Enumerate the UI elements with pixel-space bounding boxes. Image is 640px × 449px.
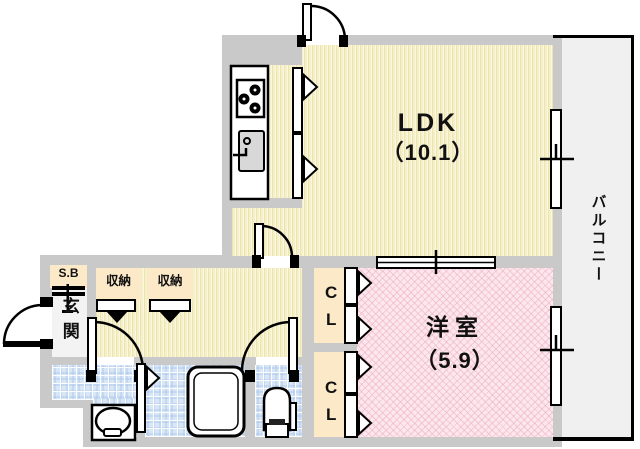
balcony-floor: [562, 38, 631, 437]
storage-right-cabinet: [147, 268, 193, 300]
storage-right-label: 収納: [157, 274, 183, 288]
washroom-floor-lower: [93, 398, 137, 437]
doorway-entrance: [40, 306, 52, 341]
doorway-hall-toilet: [256, 357, 289, 365]
closet-lower-label: CL: [321, 378, 341, 432]
entrance-floor: [52, 288, 87, 357]
western-room-label: 洋室: [426, 314, 484, 340]
western-room-area-label: （5.9）: [415, 348, 495, 373]
closet-upper-label: CL: [321, 283, 341, 337]
storage-left-cabinet: [96, 268, 141, 300]
shoe-box-label: S.B: [58, 266, 79, 280]
ldk-label: LDK: [397, 109, 459, 137]
shoe-box-cabinet: [50, 265, 87, 288]
wall-balcony-left: [553, 38, 562, 437]
ldk-area-label: （10.1）: [381, 140, 475, 165]
toilet-floor: [255, 365, 302, 437]
exterior-cutout: [40, 408, 83, 449]
doorway-hall-washroom: [96, 357, 134, 365]
wall-kitchen-top: [222, 38, 302, 65]
storage-left-label: 収納: [105, 274, 131, 288]
closet-upper-cabinet: [314, 268, 345, 343]
western-room-floor: [357, 268, 553, 437]
closet-lower-cabinet: [314, 352, 345, 437]
doorway-kitchen-hall: [257, 256, 295, 268]
entrance-label: 玄関: [59, 297, 79, 347]
wall-kitchen-counter-end: [222, 198, 302, 208]
balcony-label: バルコニー: [589, 194, 607, 284]
bathroom-floor: [145, 365, 245, 437]
ldk-floor: [232, 45, 553, 256]
doorway-ldk-top: [302, 35, 345, 45]
washroom-floor: [52, 365, 137, 400]
